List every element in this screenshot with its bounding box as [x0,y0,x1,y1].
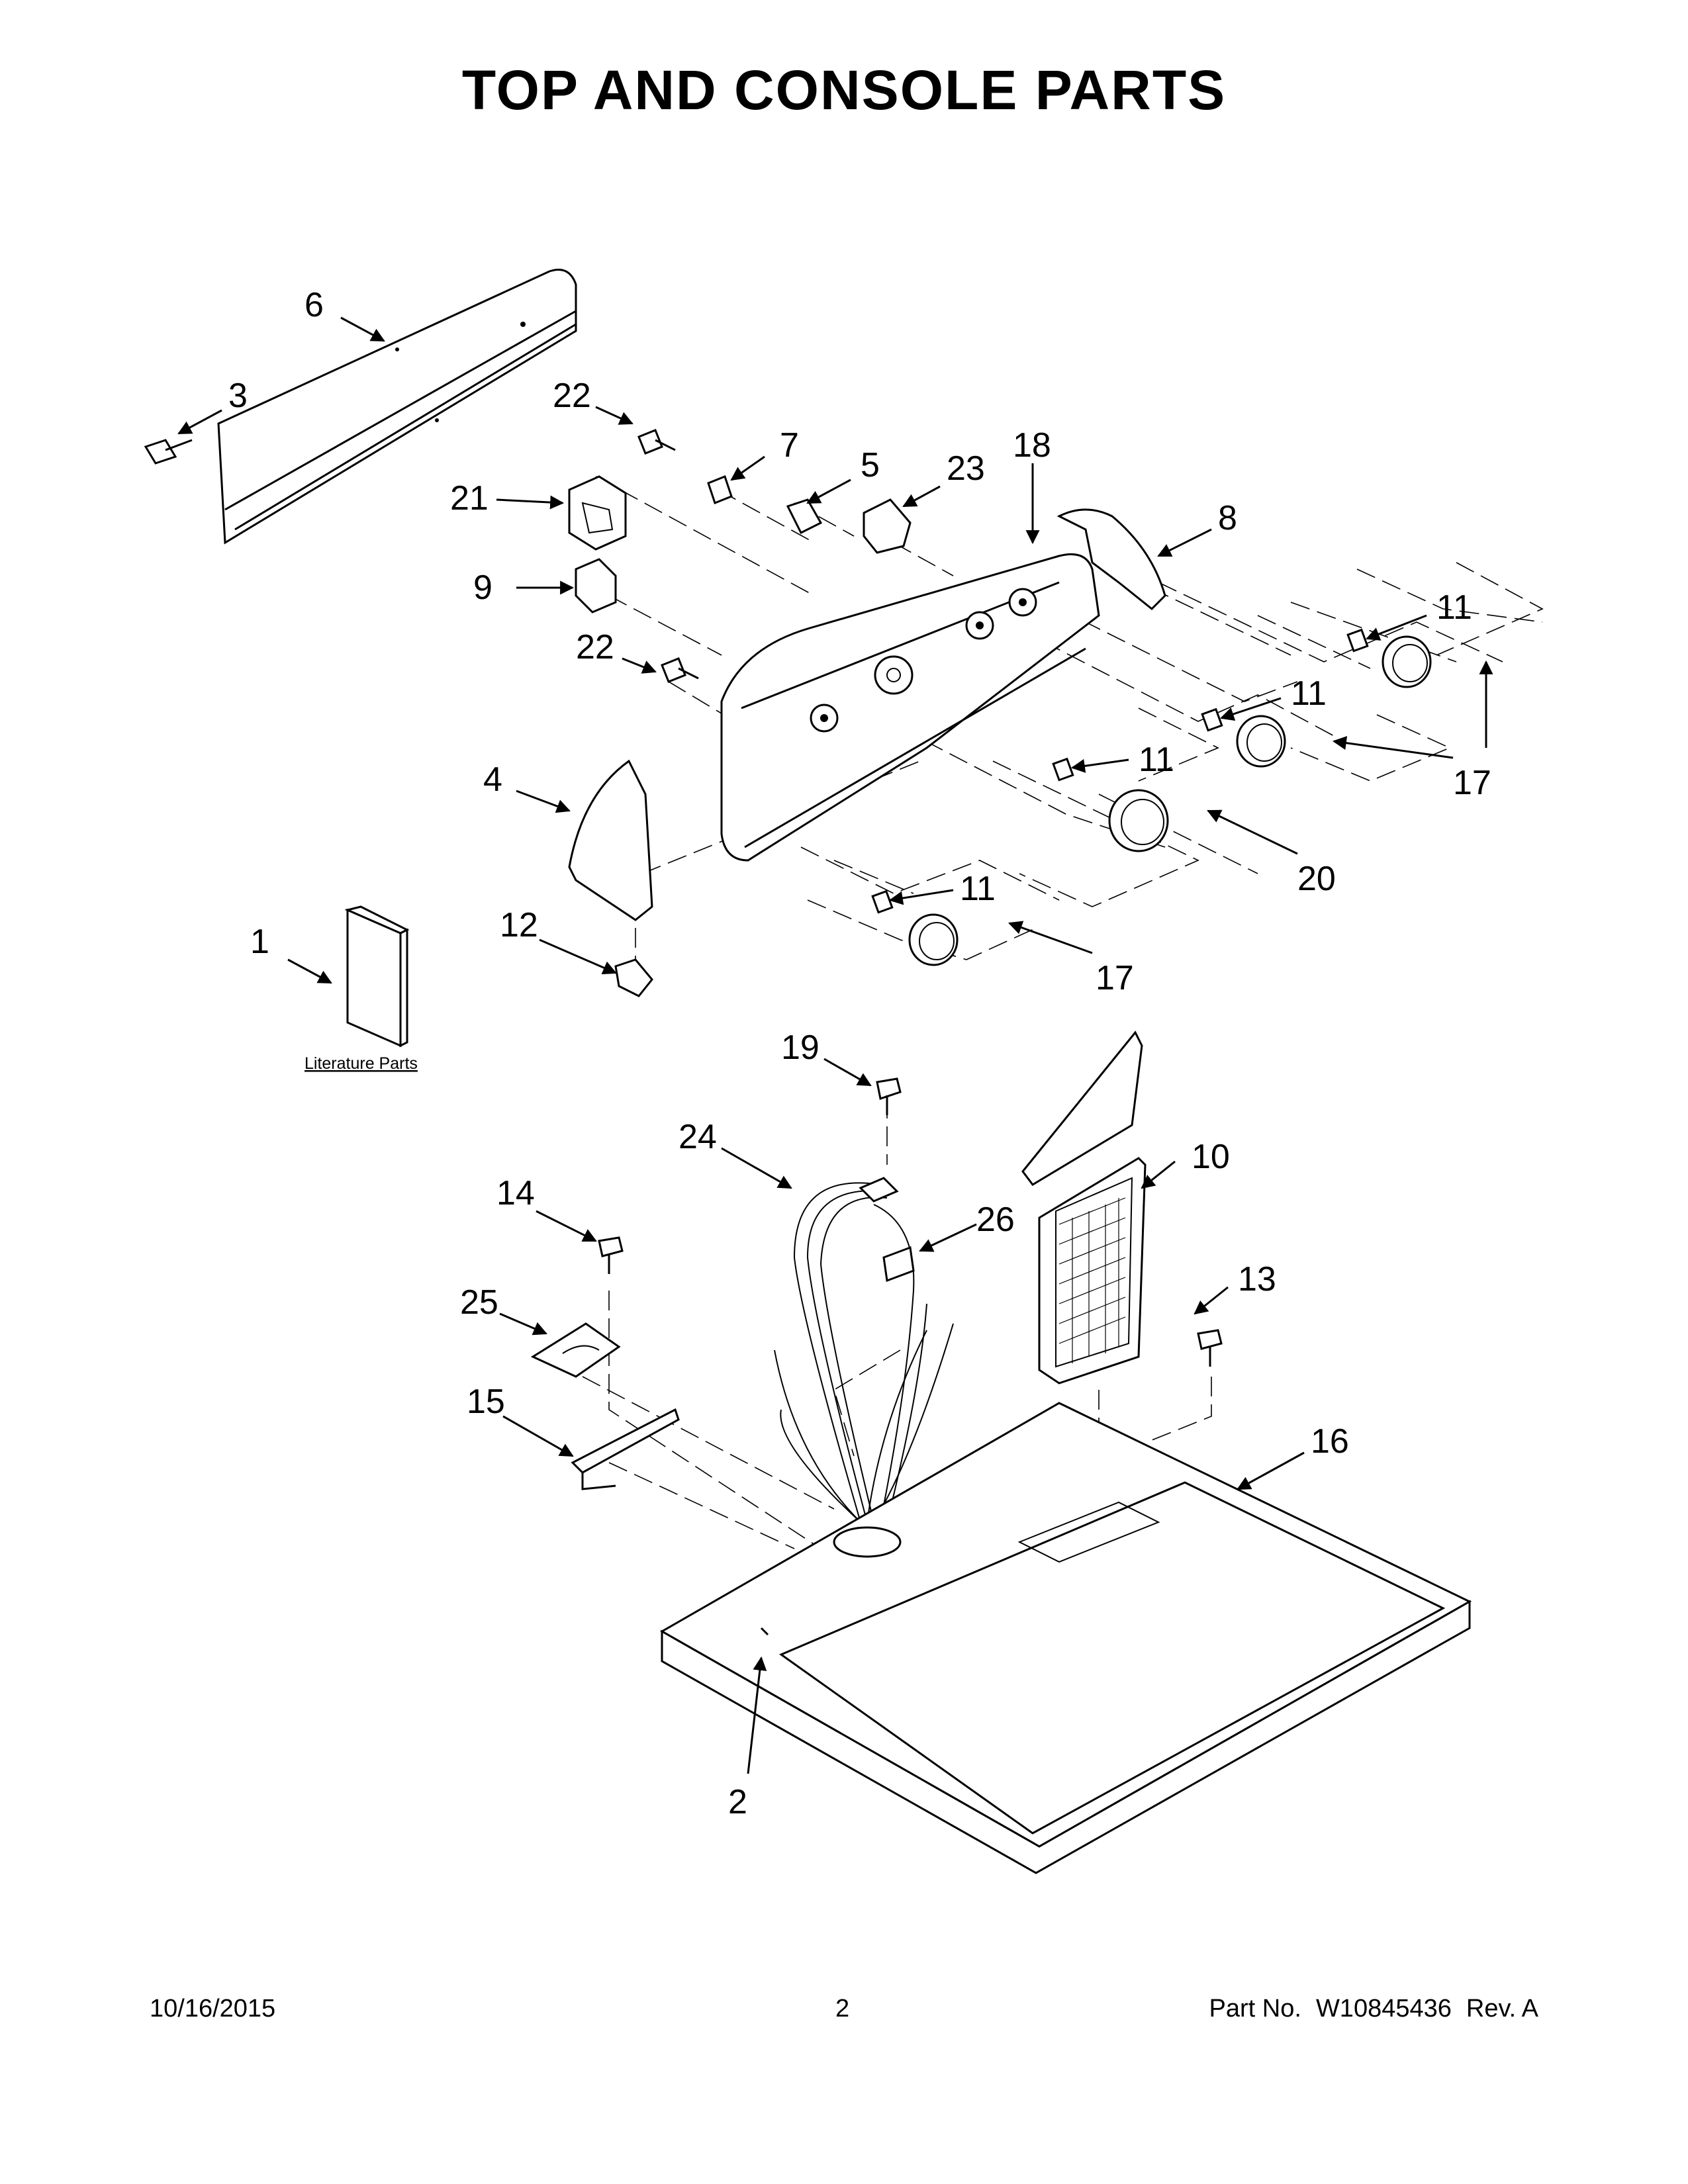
callout-label: 11 [1436,588,1472,627]
screw-part-22-top [637,429,676,455]
callout-label: 17 [1096,959,1134,997]
lint-screen-part-10 [1021,1030,1147,1385]
footer-page-number: 2 [835,1995,850,2023]
switch-part-7 [707,475,733,504]
screw-part-14 [598,1236,624,1274]
rear-panel-part [217,269,577,545]
footer-part-info: Part No. W10845436 Rev. A [1209,1995,1538,2023]
callout-label: 11 [1291,674,1327,713]
switch-part-23 [863,498,912,554]
literature-part-1 [344,905,410,1048]
callout-label: 22 [553,377,591,415]
top-panel-part-16 [659,1402,1472,1874]
part-label: Part No. [1209,1995,1301,2023]
callout-label: 11 [960,870,996,908]
callout-label: 21 [450,479,489,518]
callout-label: 9 [473,569,492,607]
callout-label: 12 [500,906,538,944]
callout-label: 24 [679,1118,717,1156]
console-part-18 [720,553,1100,862]
screw-part-13 [1197,1329,1223,1367]
knob-part-17-mid [1236,715,1286,768]
callout-label: 13 [1238,1260,1276,1298]
callout-label: 5 [861,446,880,484]
callout-label: 17 [1453,764,1491,802]
callout-label: 25 [460,1283,498,1322]
knob-part-20 [1108,789,1169,852]
knob-part-17-right [1382,635,1432,688]
callout-label: 18 [1013,426,1051,465]
screw-part-3 [144,439,193,465]
callout-labels: 1 2 3 4 5 6 7 8 9 10 11 11 11 11 12 13 1… [228,286,1491,1821]
callout-label: 26 [976,1201,1015,1239]
footer-date: 10/16/2015 [150,1995,276,2023]
bracket-part-25 [530,1322,621,1378]
revision: Rev. A [1466,1995,1538,2023]
callout-label: 7 [780,426,799,465]
callout-label: 3 [228,377,248,415]
callout-label: 11 [1139,741,1174,779]
switch-part-5 [786,498,823,535]
callout-leaders [177,316,1493,1774]
callout-label: 16 [1311,1422,1349,1461]
callout-label: 4 [483,760,502,799]
clip-part-26 [882,1246,915,1283]
literature-parts-label: Literature Parts [305,1054,418,1073]
callout-label: 15 [467,1383,505,1421]
callout-label: 8 [1218,499,1237,537]
knob-part-17-low [908,913,959,966]
page-title: TOP AND CONSOLE PARTS [461,59,1227,121]
callout-label: 6 [305,286,324,324]
callout-label: 20 [1297,860,1336,898]
switch-part-9 [575,558,617,614]
end-cap-right-part-8 [1056,508,1166,611]
callout-label: 2 [728,1783,747,1821]
callout-label: 1 [250,923,269,961]
callout-label: 22 [576,628,614,666]
screw-part-19 [876,1077,902,1115]
clip-part-12 [614,958,653,997]
knob-insert-part-11 [871,628,1369,914]
callout-label: 10 [1192,1138,1230,1176]
end-cap-left-part-4 [568,759,653,921]
switch-part-21 [568,475,627,551]
callout-label: 23 [947,449,985,488]
bracket-part-15 [571,1408,680,1490]
part-number: W10845436 [1315,1995,1452,2023]
callout-label: 14 [496,1174,535,1212]
callout-label: 19 [781,1028,820,1067]
screw-part-22-mid [661,657,699,683]
wire-harness-part-24 [774,1177,954,1523]
